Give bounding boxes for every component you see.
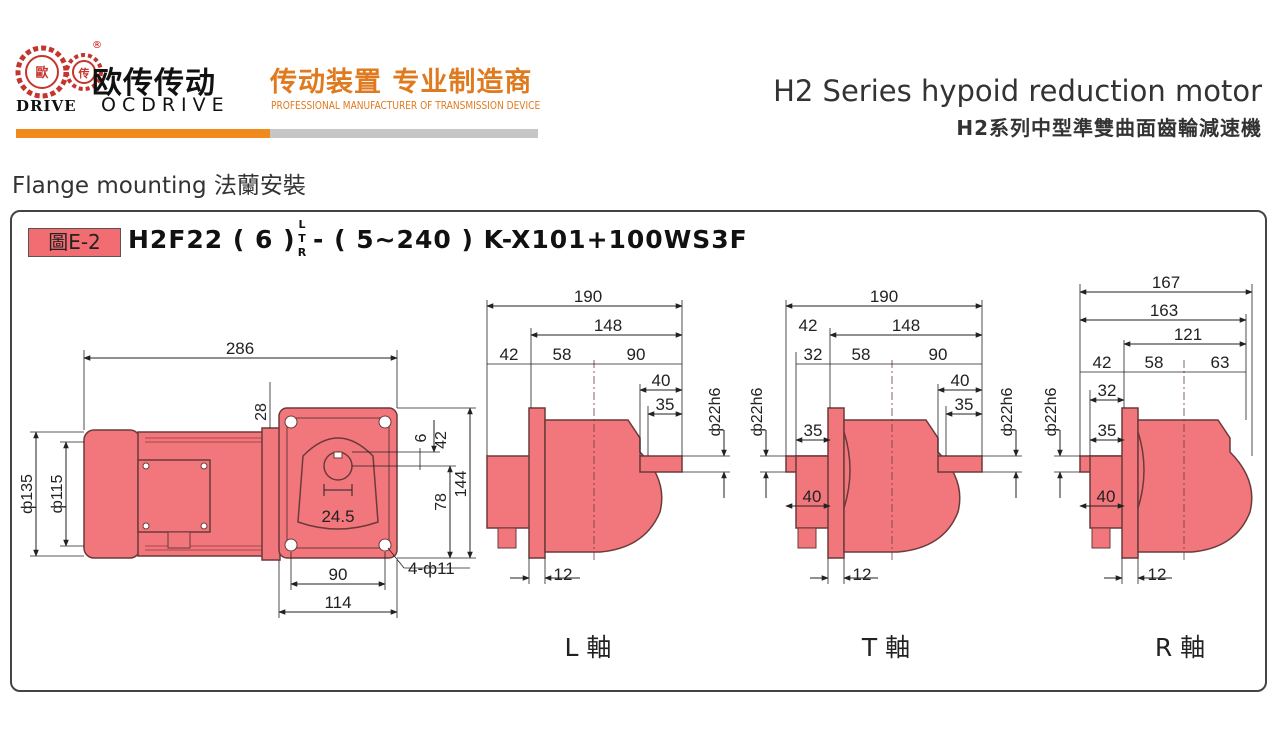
t-d58: 58 bbox=[852, 345, 871, 364]
l-d58: 58 bbox=[553, 345, 572, 364]
l-terminal-box bbox=[486, 455, 532, 529]
model-ltr-stack: L T R bbox=[296, 218, 308, 260]
t-d190: 190 bbox=[870, 287, 898, 306]
model-ltr-l: L bbox=[298, 218, 306, 231]
t-d148: 148 bbox=[892, 316, 920, 335]
slogan-cn: 传动装置 专业制造商 bbox=[270, 67, 533, 98]
front-view: 24.5 286 28 144 78 42 6 ф135 ф115 bbox=[19, 339, 476, 618]
r-caption: R 軸 bbox=[1155, 633, 1205, 662]
r-gearbox bbox=[1137, 419, 1253, 553]
t-right-shaft bbox=[937, 455, 983, 473]
front-bolt-span: 90 bbox=[329, 565, 348, 584]
l-d12: 12 bbox=[554, 565, 573, 584]
l-d42: 42 bbox=[500, 345, 519, 364]
model-ltr-t: T bbox=[298, 232, 306, 245]
front-key-width: 6 bbox=[413, 433, 430, 442]
front-motor-inner-dia: ф115 bbox=[49, 475, 66, 514]
front-bolt-holes: 4-ф11 bbox=[408, 559, 455, 578]
front-shaft-center-height: 78 bbox=[433, 493, 450, 511]
front-key-height: 42 bbox=[433, 431, 450, 449]
section-title: Flange mounting 法蘭安裝 bbox=[12, 173, 306, 199]
r-d35: 35 bbox=[1098, 421, 1117, 440]
logo-wordmark-cn: 欧传传动 bbox=[92, 66, 216, 101]
l-d148: 148 bbox=[594, 316, 622, 335]
l-d90: 90 bbox=[627, 345, 646, 364]
t-d42: 42 bbox=[799, 316, 818, 335]
t-shaft-dia-left: ф22h6 bbox=[749, 388, 766, 437]
slogan-en: PROFESSIONAL MANUFACTURER OF TRANSMISSIO… bbox=[271, 100, 541, 112]
logo-wordmark-en: OCDRIVE bbox=[101, 94, 230, 116]
t-gearbox bbox=[843, 419, 961, 553]
model-code-a: H2F22 ( 6 ) bbox=[128, 225, 296, 254]
figure-label: 圖E-2 bbox=[28, 228, 121, 257]
t-flange bbox=[827, 407, 845, 559]
front-motor-dia: ф135 bbox=[19, 474, 36, 514]
front-flange-height: 144 bbox=[453, 471, 470, 498]
front-shaft-gap: 24.5 bbox=[321, 507, 354, 526]
logo-badge-right: 传 bbox=[78, 66, 90, 80]
l-d35: 35 bbox=[656, 395, 675, 414]
logo-wordmark-drive: DRIVE bbox=[16, 97, 77, 115]
l-caption: L 軸 bbox=[565, 633, 612, 662]
l-shaft-dia: ф22h6 bbox=[707, 388, 724, 437]
gearbox-housing-outline bbox=[297, 437, 379, 530]
t-d12: 12 bbox=[853, 565, 872, 584]
r-d40: 40 bbox=[1097, 487, 1116, 506]
t-shaft-dia-right: ф22h6 bbox=[999, 388, 1016, 437]
t-d40: 40 bbox=[951, 371, 970, 390]
header-bar-gray bbox=[270, 129, 538, 138]
logo-badge-left: 歐 bbox=[35, 65, 48, 81]
r-shaft-dia: ф22h6 bbox=[1043, 388, 1060, 437]
r-d163: 163 bbox=[1150, 301, 1178, 320]
front-top-offset: 28 bbox=[253, 403, 270, 421]
l-output-shaft bbox=[639, 455, 683, 473]
t-d32: 32 bbox=[804, 345, 823, 364]
model-ltr-r: R bbox=[297, 246, 307, 259]
l-d40: 40 bbox=[652, 371, 671, 390]
r-flange bbox=[1121, 407, 1139, 559]
registered-mark: ® bbox=[92, 40, 102, 51]
t-d90: 90 bbox=[929, 345, 948, 364]
l-flange bbox=[528, 407, 546, 559]
motor-flange-ring bbox=[261, 427, 281, 561]
r-d58: 58 bbox=[1145, 353, 1164, 372]
r-d167: 167 bbox=[1152, 273, 1180, 292]
series-title-en: H2 Series hypoid reduction motor bbox=[773, 74, 1262, 108]
r-d121: 121 bbox=[1174, 325, 1202, 344]
l-gearbox bbox=[544, 419, 663, 553]
series-title-cn: H2系列中型準雙曲面齒輪減速機 bbox=[956, 116, 1262, 140]
logo-gear-left-icon bbox=[15, 45, 69, 99]
front-flange-width: 114 bbox=[324, 593, 351, 612]
model-code-b: - ( 5~240 ) K-X101+100WS3F bbox=[313, 225, 748, 254]
terminal-box bbox=[137, 459, 211, 533]
r-d12: 12 bbox=[1148, 565, 1167, 584]
drawing-frame bbox=[10, 210, 1267, 692]
l-d190: 190 bbox=[574, 287, 602, 306]
t-d40b: 40 bbox=[803, 487, 822, 506]
t-d35b: 35 bbox=[804, 421, 823, 440]
view-t: 190 42 148 32 58 90 40 35 35 40 ф22h6 ф2… bbox=[749, 287, 1022, 662]
header-bar-orange bbox=[16, 129, 270, 138]
logo-gear-right-icon bbox=[65, 53, 103, 91]
motor-fins bbox=[145, 437, 262, 551]
view-r: 167 163 121 42 58 63 32 35 40 ф22h6 12 R… bbox=[1043, 273, 1253, 662]
t-caption: T 軸 bbox=[861, 633, 910, 662]
r-d32: 32 bbox=[1098, 381, 1117, 400]
r-d63: 63 bbox=[1211, 353, 1230, 372]
r-d42: 42 bbox=[1093, 353, 1112, 372]
motor-fan-cover bbox=[83, 429, 141, 559]
front-overall-length: 286 bbox=[226, 339, 254, 358]
t-d35: 35 bbox=[955, 395, 974, 414]
view-l: 190 148 42 58 90 40 35 ф22h6 12 L 軸 bbox=[486, 287, 730, 662]
